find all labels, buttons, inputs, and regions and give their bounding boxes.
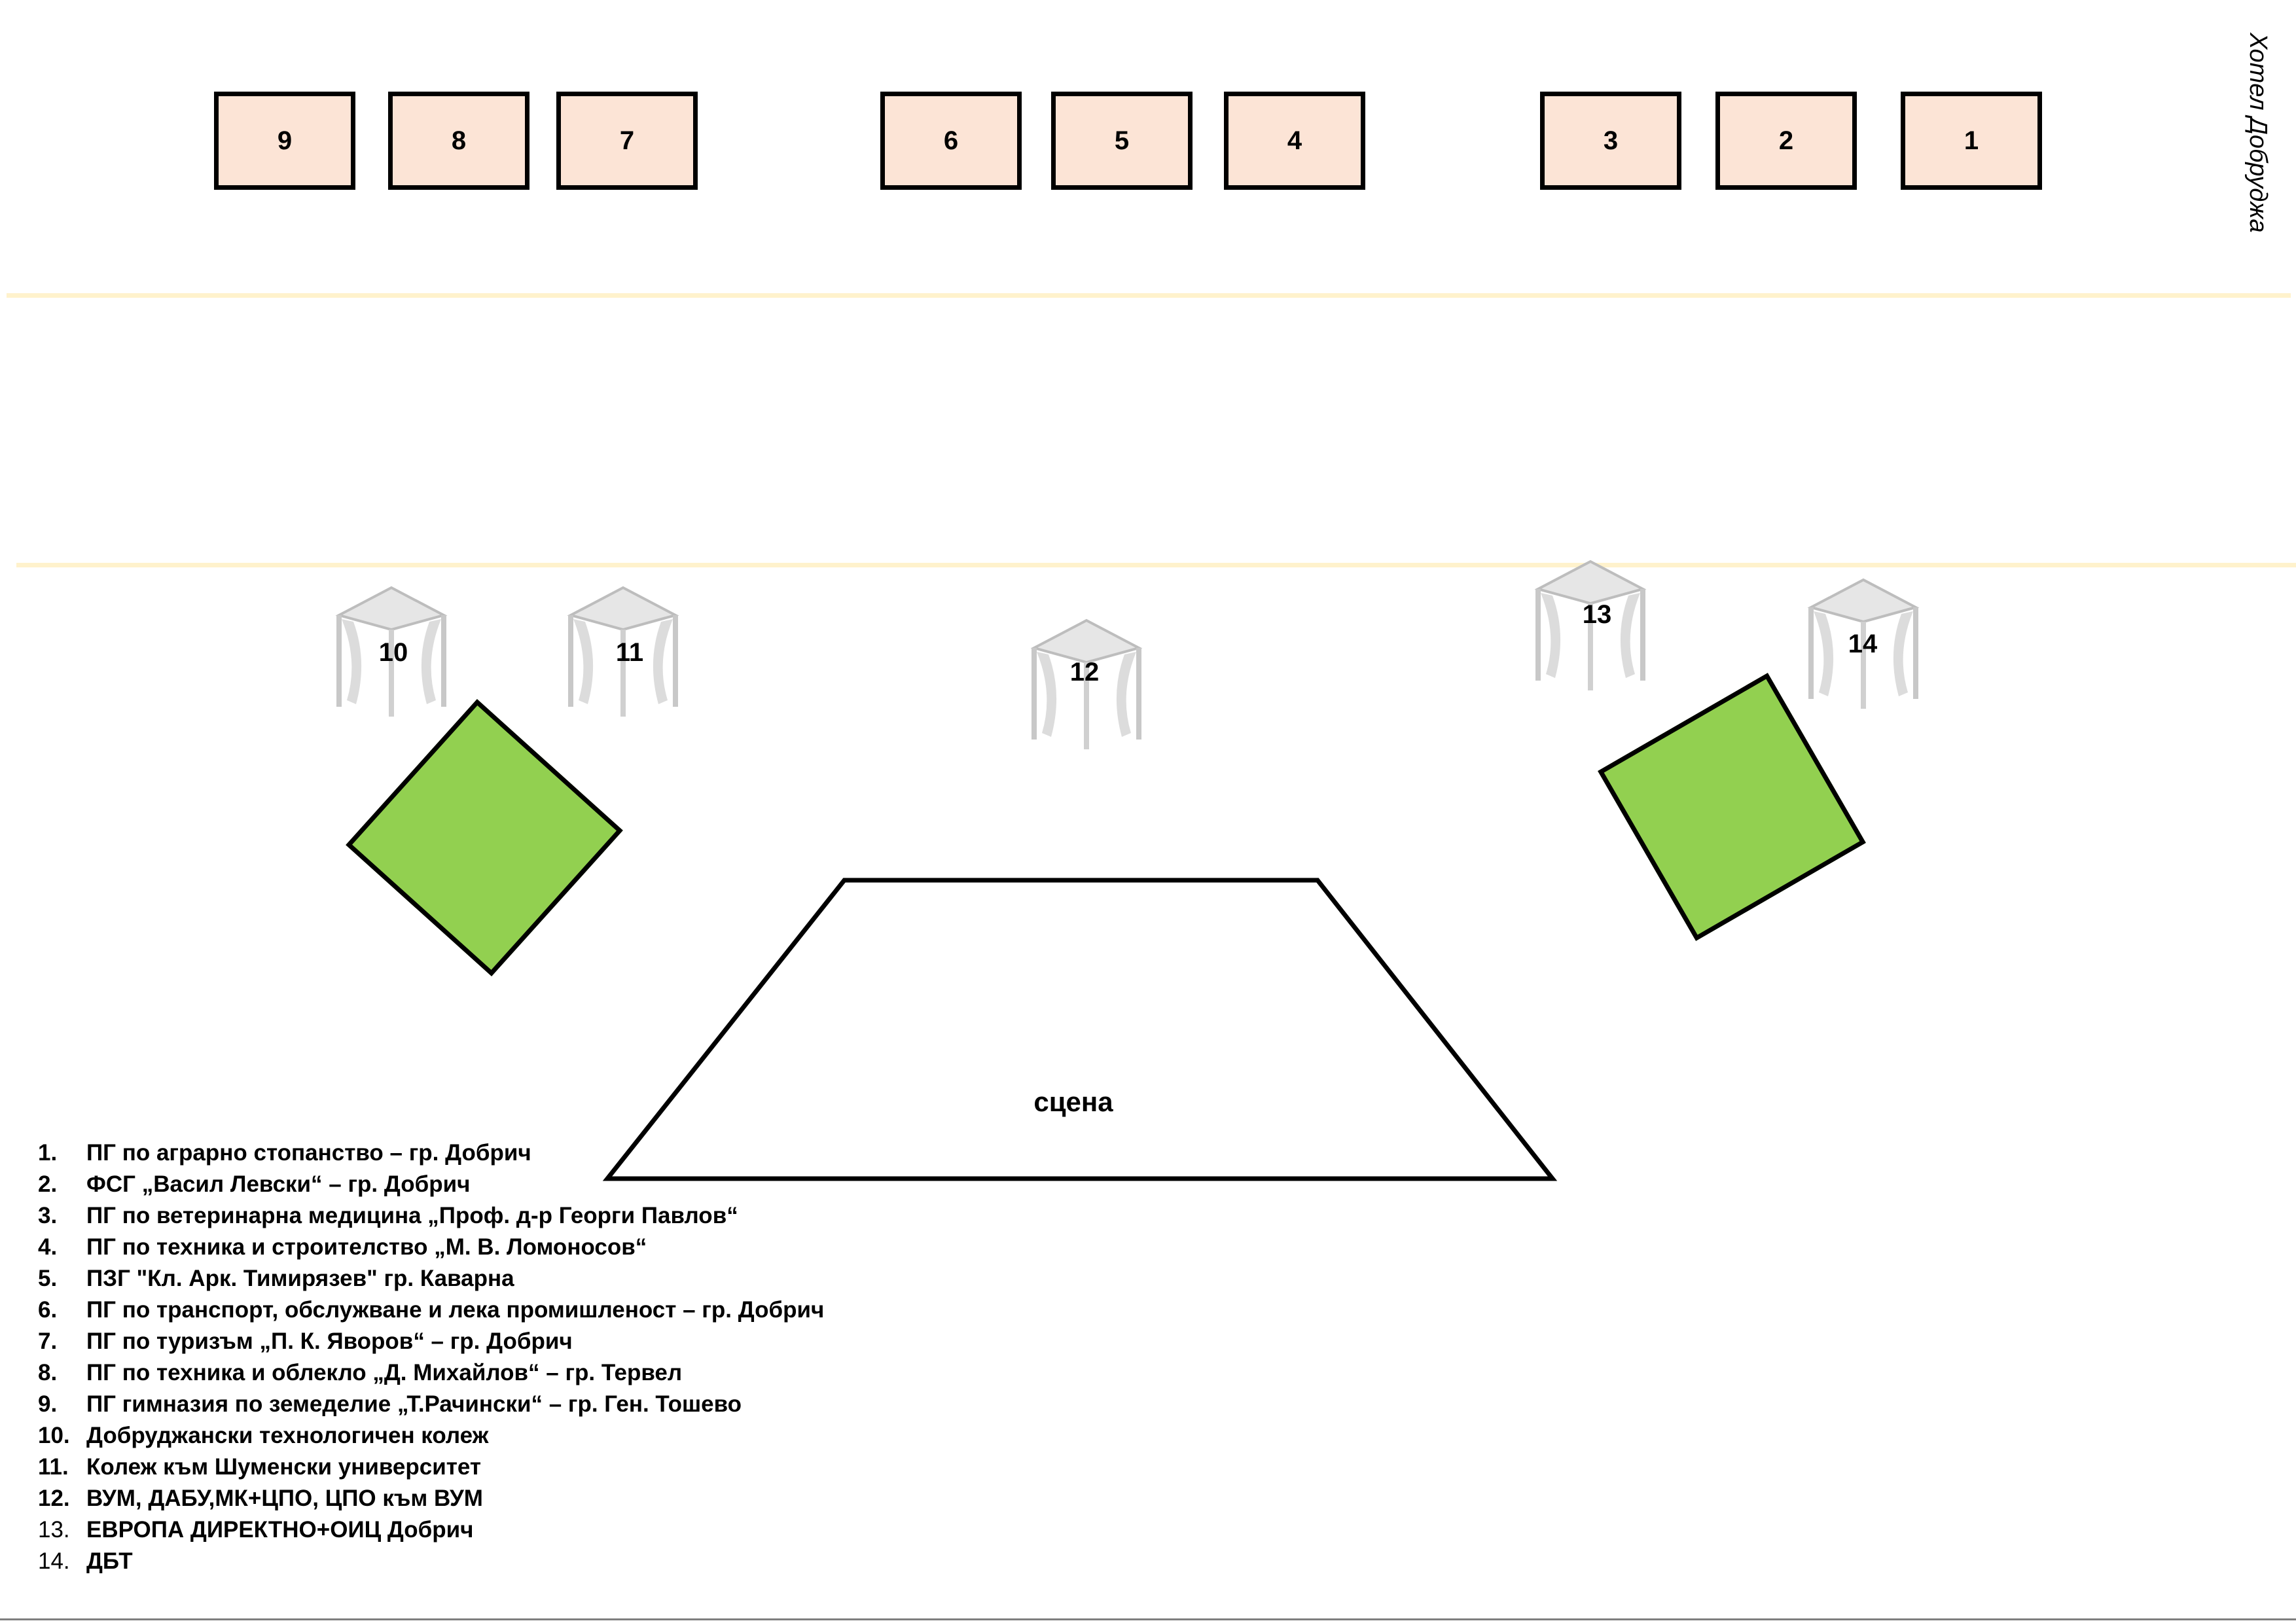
stand-number: 5 (1114, 126, 1130, 155)
tent-number-10: 10 (378, 638, 408, 667)
hotel-label: Хотел Добруджа (2244, 33, 2272, 233)
stand-5: 5 (1051, 92, 1193, 190)
legend-item: 8.ПГ по техника и облекло „Д. Михайлов“ … (38, 1360, 683, 1385)
legend-item: 13.ЕВРОПА ДИРЕКТНО+ОИЦ Добрич (38, 1517, 474, 1543)
legend-list: 1.ПГ по аграрно стопанство – гр. Добрич … (38, 1137, 824, 1577)
stand-number: 2 (1778, 126, 1794, 155)
road-line-top (7, 293, 2291, 298)
tent-number-12: 12 (1069, 658, 1100, 687)
legend-item: 12.ВУМ, ДАБУ,МК+ЦПО, ЦПО към ВУМ (38, 1486, 483, 1511)
stand-7: 7 (556, 92, 698, 190)
legend-item: 11.Колеж към Шуменски университет (38, 1454, 482, 1480)
stand-number: 7 (619, 126, 635, 155)
tent-number-11: 11 (615, 638, 644, 667)
stand-number: 4 (1287, 126, 1302, 155)
green-area-left (346, 699, 623, 976)
legend-item: 9.ПГ гимназия по земеделие „Т.Рачински“ … (38, 1391, 742, 1417)
legend-item: 5.ПЗГ "Кл. Арк. Тимирязев" гр. Каварна (38, 1266, 514, 1291)
stand-2: 2 (1715, 92, 1857, 190)
legend-item: 3.ПГ по ветеринарна медицина „Проф. д-р … (38, 1203, 738, 1228)
legend-item: 14.ДБТ (38, 1548, 133, 1574)
page-bottom-border (0, 1618, 2296, 1620)
tent-number-14: 14 (1848, 630, 1878, 658)
legend-item: 1.ПГ по аграрно стопанство – гр. Добрич (38, 1140, 531, 1166)
stand-number: 8 (451, 126, 467, 155)
stand-8: 8 (388, 92, 529, 190)
stand-number: 1 (1964, 126, 1979, 155)
legend-item: 6.ПГ по транспорт, обслужване и лека про… (38, 1297, 825, 1323)
road-line-bottom (16, 563, 2296, 567)
stand-9: 9 (214, 92, 355, 190)
green-area-right (1598, 673, 1866, 941)
legend-item: 7.ПГ по туризъм „П. К. Яворов“ – гр. Доб… (38, 1329, 573, 1354)
legend-item: 2.ФСГ „Васил Левски“ – гр. Добрич (38, 1171, 471, 1197)
stand-number: 6 (943, 126, 959, 155)
stand-number: 9 (277, 126, 293, 155)
legend-item: 10.Добруджански технологичен колеж (38, 1423, 489, 1448)
stand-4: 4 (1224, 92, 1365, 190)
tent-number-13: 13 (1582, 600, 1612, 629)
stand-6: 6 (880, 92, 1022, 190)
legend-item: 4.ПГ по техника и строителство „М. В. Ло… (38, 1234, 647, 1260)
stage-label: сцена (1033, 1086, 1113, 1117)
stand-1: 1 (1901, 92, 2042, 190)
stand-number: 3 (1603, 126, 1619, 155)
stand-3: 3 (1540, 92, 1681, 190)
